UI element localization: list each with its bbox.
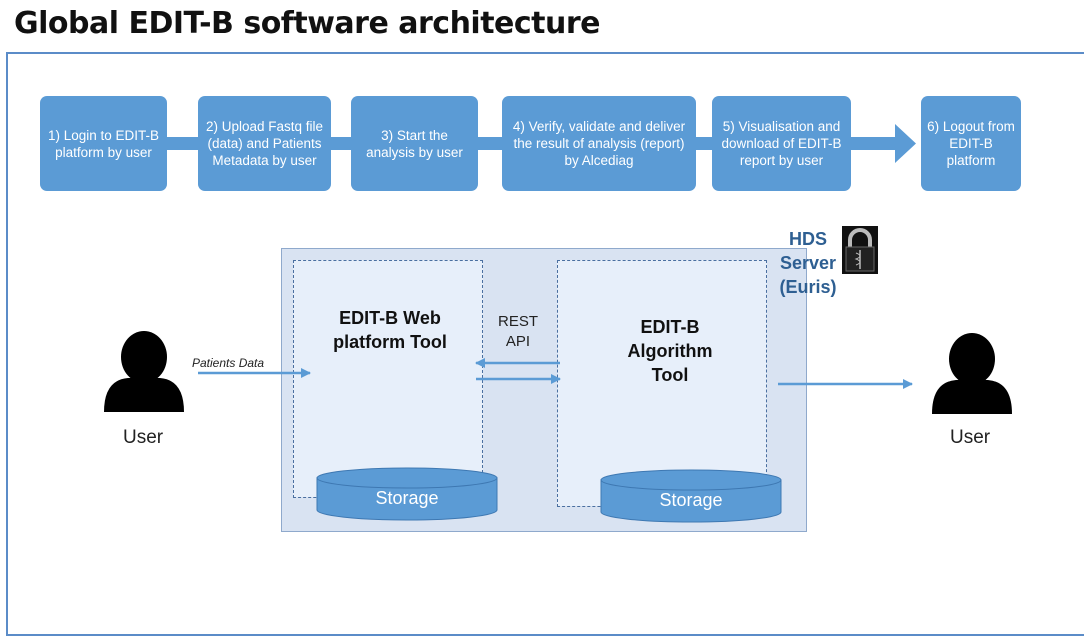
connector-4-5: [694, 137, 714, 150]
algo-tool-title: EDIT-B Algorithm Tool: [627, 317, 713, 385]
connector-5-6-arrow: [850, 124, 916, 163]
web-storage-label: Storage: [375, 488, 439, 508]
algo-tool-panel: [557, 260, 767, 506]
web-tool-panel: [293, 260, 483, 497]
user-right-label: User: [950, 427, 991, 448]
step-2-upload: 2) Upload Fastq file (data) and Patients…: [198, 96, 331, 191]
connector-3-4: [476, 137, 504, 150]
rest-api-label: REST API: [497, 313, 538, 350]
web-tool-boundary: [293, 260, 483, 498]
step-5-visualisation: 5) Visualisation and download of EDIT-B …: [712, 96, 851, 191]
web-tool-title: EDIT-B Web platform Tool: [333, 308, 447, 352]
hds-server-label: HDS Server (Euris): [779, 229, 837, 297]
step-4-verify-validate: 4) Verify, validate and deliver the resu…: [502, 96, 696, 191]
connector-1-2: [166, 137, 200, 150]
arrows-layer: [166, 124, 916, 163]
step-6-logout: 6) Logout from EDIT-B platform: [921, 96, 1021, 191]
step-3-start-analysis: 3) Start the analysis by user: [351, 96, 478, 191]
step-1-login: 1) Login to EDIT-B platform by user: [40, 96, 167, 191]
user-left-label: User: [123, 427, 164, 448]
algo-storage-label: Storage: [659, 490, 723, 510]
connector-2-3: [330, 137, 354, 150]
patients-data-label: Patients Data: [192, 356, 265, 370]
page-title: Global EDIT-B software architecture: [14, 6, 601, 41]
